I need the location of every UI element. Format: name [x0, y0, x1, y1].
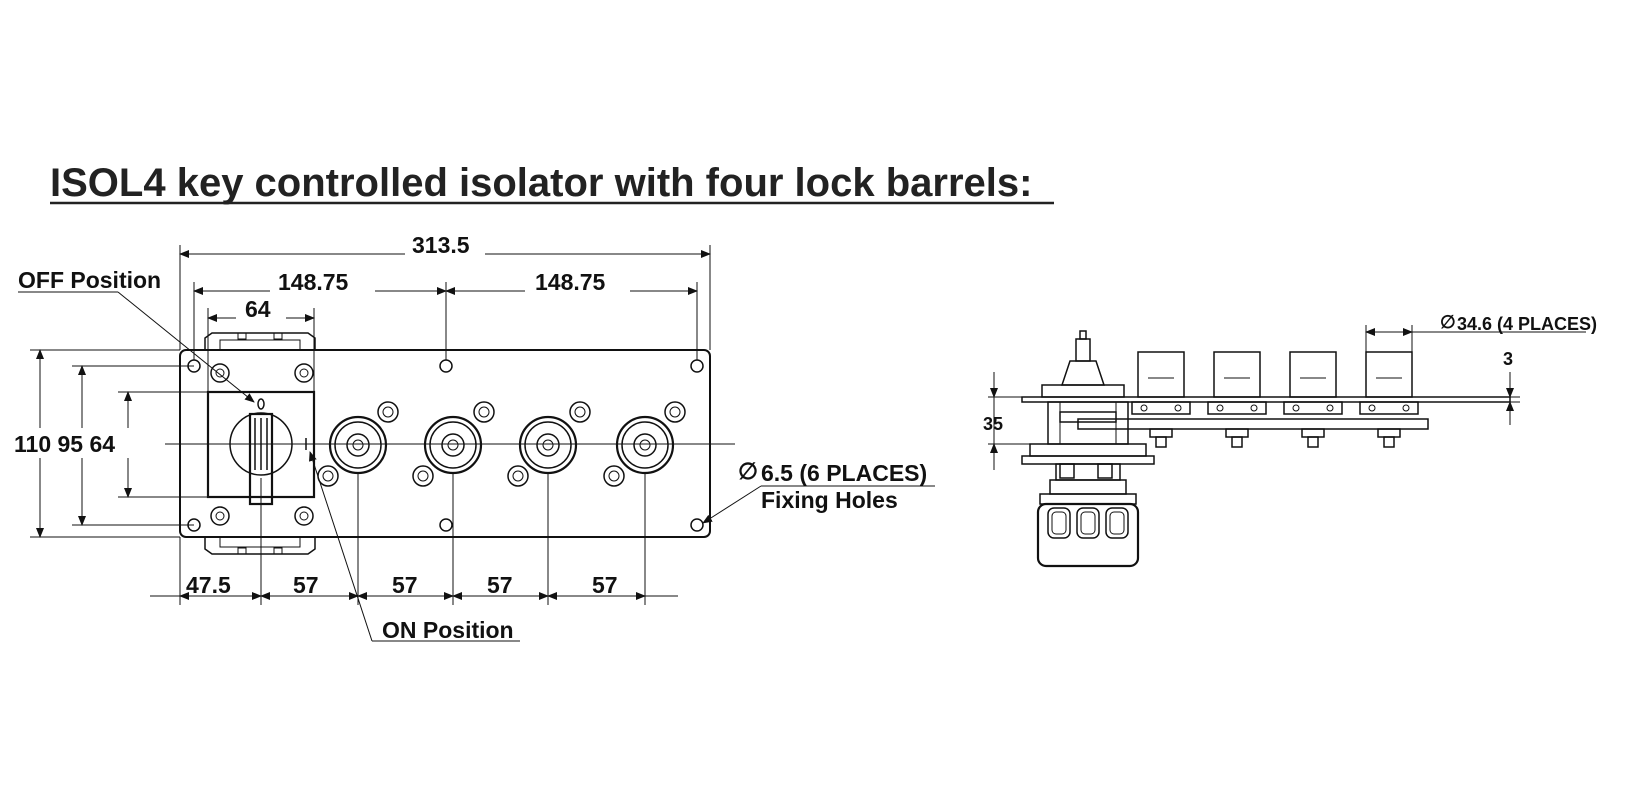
barrel-side-1 — [1131, 351, 1191, 448]
off-position-label: OFF Position — [18, 267, 161, 293]
dim-bottom-5: 57 — [592, 572, 618, 598]
barrel-diameter-symbol-icon: ∅ — [1440, 312, 1456, 332]
barrels-side — [1131, 351, 1419, 448]
side-view: ∅ 34.6 (4 PLACES) 35 3 — [983, 312, 1597, 568]
fixing-holes-label: Fixing Holes — [761, 487, 898, 513]
barrel-side-3 — [1283, 351, 1343, 448]
off-position-callout: OFF Position — [18, 267, 255, 403]
switch-body-side — [1021, 401, 1155, 568]
dim-bottom-3: 57 — [392, 572, 418, 598]
dim-half-right: 148.75 — [535, 269, 606, 295]
dim-switch-width: 64 — [245, 296, 271, 322]
on-position-callout: ON Position — [309, 451, 520, 643]
barrel-diameter-label: 34.6 (4 PLACES) — [1457, 314, 1597, 334]
side-depth-dim: 35 — [983, 414, 1003, 434]
switch-screws — [210, 363, 314, 526]
switch-top-bracket — [204, 332, 316, 350]
fixing-holes-callout: ∅ 6.5 (6 PLACES) Fixing Holes — [702, 458, 935, 524]
dim-bottom-2: 57 — [293, 572, 319, 598]
dim-height-labels: 110 95 64 — [14, 431, 115, 457]
dim-bottom-4: 57 — [487, 572, 513, 598]
on-position-label: ON Position — [382, 617, 514, 643]
off-indicator-icon — [257, 398, 265, 410]
switch-bottom-bracket — [204, 537, 316, 555]
barrel-side-4 — [1359, 351, 1419, 448]
diameter-symbol-icon: ∅ — [738, 458, 758, 484]
dim-bottom-1: 47.5 — [186, 572, 231, 598]
barrel-side-2 — [1207, 351, 1267, 448]
dim-overall-width: 313.5 — [412, 232, 470, 258]
side-plate-dim: 3 — [1503, 349, 1513, 369]
front-view: 313.5 148.75 148.75 64 110 95 64 47.5 57… — [12, 230, 935, 643]
drawing-title: ISOL4 key controlled isolator with four … — [50, 161, 1032, 205]
fixing-holes-diameter: 6.5 (6 PLACES) — [761, 460, 927, 486]
switch-operator — [1041, 330, 1125, 398]
dim-half-left: 148.75 — [278, 269, 349, 295]
